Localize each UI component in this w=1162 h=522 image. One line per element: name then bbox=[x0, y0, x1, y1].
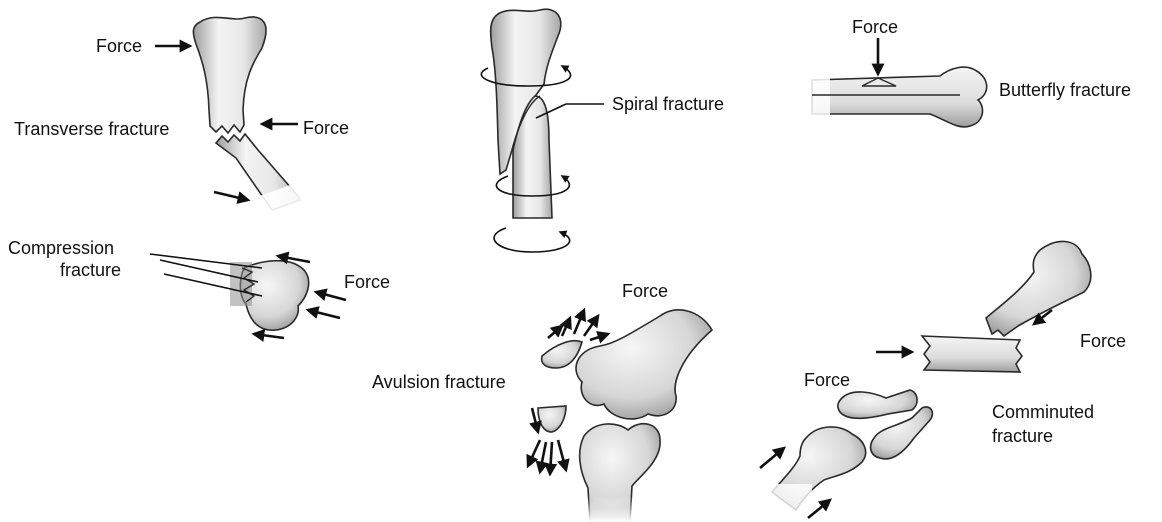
butterfly-bone bbox=[812, 67, 987, 127]
comminuted-small-fragment-1 bbox=[838, 390, 917, 418]
compression-arrow-right-2 bbox=[308, 310, 340, 318]
comminuted-middle-fragment bbox=[922, 336, 1022, 372]
spiral-fracture-label: Spiral fracture bbox=[612, 94, 724, 114]
transverse-upper-bone bbox=[193, 17, 266, 133]
avulsion-fragment-lower bbox=[538, 406, 566, 432]
comminuted-arrow-bottom-left bbox=[760, 448, 784, 468]
force-arrow-bottom bbox=[214, 192, 248, 200]
butterfly-force-label: Force bbox=[852, 17, 898, 37]
spiral-rotation-arrow-bottom bbox=[494, 228, 570, 252]
avulsion-upper-bone bbox=[576, 310, 712, 419]
compression-arrow-bottom bbox=[254, 334, 284, 338]
transverse-fracture-figure: Force Transverse fracture Force bbox=[14, 17, 349, 221]
comminuted-label-line2: fracture bbox=[992, 426, 1053, 446]
compression-force-label: Force bbox=[344, 272, 390, 292]
compression-label-line2: fracture bbox=[60, 260, 121, 280]
avulsion-force-label: Force bbox=[622, 281, 668, 301]
butterfly-fracture-figure: Force Butterfly fracture bbox=[800, 17, 1131, 127]
compression-arrow-right-1 bbox=[316, 292, 346, 300]
transverse-fracture-label: Transverse fracture bbox=[14, 119, 169, 139]
avulsion-fracture-label: Avulsion fracture bbox=[372, 372, 506, 392]
avulsion-fracture-figure: Force Avulsion fracture bbox=[372, 281, 712, 522]
compression-label-line1: Compression bbox=[8, 238, 114, 258]
comminuted-fracture-figure: Force Force Comminuted fracture bbox=[760, 241, 1126, 522]
comminuted-force-left-label: Force bbox=[804, 370, 850, 390]
comminuted-force-right-label: Force bbox=[1080, 331, 1126, 351]
comminuted-label-line1: Comminuted bbox=[992, 402, 1094, 422]
butterfly-fracture-label: Butterfly fracture bbox=[999, 80, 1131, 100]
compression-fracture-figure: Compression fracture Force bbox=[8, 238, 390, 338]
spiral-fracture-figure: Spiral fracture bbox=[481, 9, 724, 252]
transverse-force-right-label: Force bbox=[303, 118, 349, 138]
transverse-force-top-label: Force bbox=[96, 36, 142, 56]
